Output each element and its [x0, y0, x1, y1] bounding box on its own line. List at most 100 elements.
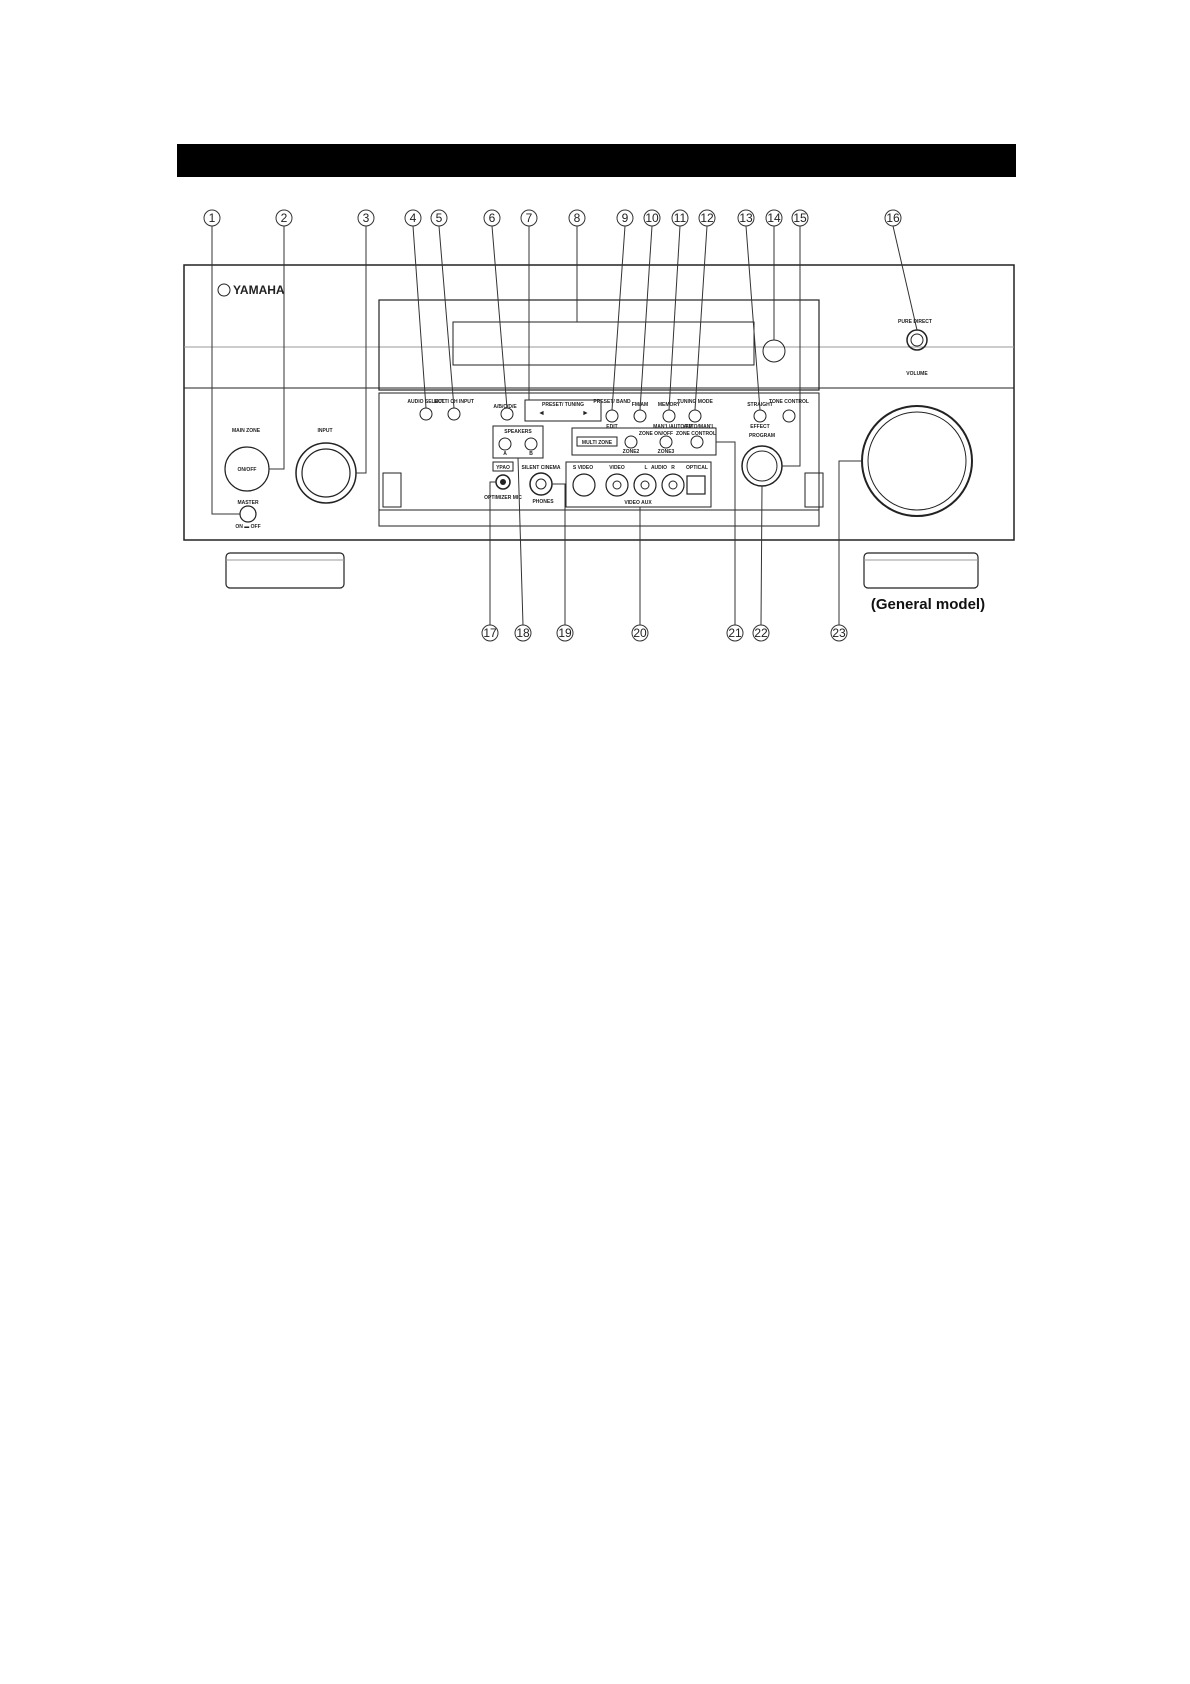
zone2-button[interactable]: [624, 435, 638, 449]
svg-text:B: B: [529, 451, 533, 457]
svg-text:6: 6: [489, 211, 496, 225]
callout-5: 5: [430, 209, 448, 227]
zone3-button[interactable]: [659, 435, 673, 449]
svg-text:23: 23: [832, 626, 846, 640]
straight-button[interactable]: [753, 409, 767, 423]
svg-text:14: 14: [767, 211, 781, 225]
s-video-jack[interactable]: [572, 473, 596, 497]
svg-text:A/B/C/D/E: A/B/C/D/E: [493, 404, 517, 410]
tuning-mode-button[interactable]: [688, 409, 702, 423]
phones-section: SILENT CINEMA PHONES: [522, 465, 561, 505]
svg-text:VIDEO AUX: VIDEO AUX: [624, 500, 652, 506]
svg-text:1: 1: [209, 211, 216, 225]
callout-23: 23: [830, 624, 848, 642]
top-row-buttons: AUDIO SELECT MULTI CH INPUT A/B/C/D/E PR…: [407, 399, 809, 430]
memory-button[interactable]: [662, 409, 676, 423]
svg-text:3: 3: [363, 211, 370, 225]
callout-6: 6: [483, 209, 501, 227]
svg-text:21: 21: [728, 626, 742, 640]
callout-1: 1: [203, 209, 221, 227]
zone-control-button[interactable]: [690, 435, 704, 449]
callout-9: 9: [616, 209, 634, 227]
svg-text:YAMAHA: YAMAHA: [233, 283, 285, 297]
svg-text:MAIN ZONE: MAIN ZONE: [232, 428, 261, 434]
callout-3: 3: [357, 209, 375, 227]
svg-text:EFFECT: EFFECT: [750, 424, 769, 430]
svg-text:ON/OFF: ON/OFF: [238, 467, 257, 473]
multi-ch-input-button[interactable]: [447, 407, 461, 421]
svg-text:PHONES: PHONES: [532, 499, 554, 505]
svg-text:MULTI ZONE: MULTI ZONE: [582, 440, 613, 446]
svg-text:OPTICAL: OPTICAL: [686, 465, 708, 471]
svg-text:EDIT: EDIT: [606, 424, 617, 430]
front-door-panel: [378, 392, 820, 527]
svg-text:►: ►: [582, 410, 589, 417]
svg-text:12: 12: [700, 211, 714, 225]
svg-text:YPAO: YPAO: [496, 465, 510, 471]
callout-2: 2: [275, 209, 293, 227]
svg-text:15: 15: [793, 211, 807, 225]
title-bar: [177, 144, 1016, 177]
callout-10: 10: [643, 209, 661, 227]
receiver-body: [183, 264, 1015, 589]
audio-select-button[interactable]: [419, 407, 433, 421]
receiver-front-panel-diagram: 1 2 3 4 5 6 7 8 9 10 11 12 13 14 15 16 1…: [183, 209, 1015, 642]
fm-am-button[interactable]: [633, 409, 647, 423]
svg-text:AUDIO: AUDIO: [651, 465, 667, 471]
preset-tuning-selector[interactable]: [524, 399, 602, 422]
callout-labels-bottom: 17 18 19 20 21 22 23: [481, 624, 848, 642]
svg-text:13: 13: [739, 211, 753, 225]
svg-text:19: 19: [558, 626, 572, 640]
preset-band-button[interactable]: [605, 409, 619, 423]
callout-4: 4: [404, 209, 422, 227]
svg-text:MAN'L/AUTO FM: MAN'L/AUTO FM: [653, 424, 693, 430]
svg-text:ZONE3: ZONE3: [658, 449, 675, 455]
callout-20: 20: [631, 624, 649, 642]
callout-21: 21: [726, 624, 744, 642]
leader-lines: [211, 225, 918, 626]
callout-12: 12: [698, 209, 716, 227]
svg-text:10: 10: [645, 211, 659, 225]
yamaha-logo: YAMAHA: [217, 283, 285, 297]
svg-text:4: 4: [410, 211, 417, 225]
svg-text:VOLUME: VOLUME: [906, 371, 928, 377]
master-power-button[interactable]: [239, 505, 257, 523]
svg-text:8: 8: [574, 211, 581, 225]
callout-14: 14: [765, 209, 783, 227]
callout-8: 8: [568, 209, 586, 227]
svg-text:7: 7: [526, 211, 533, 225]
svg-text:R: R: [671, 465, 675, 471]
input-selector-knob[interactable]: [295, 442, 357, 504]
svg-text:PRESET/ TUNING: PRESET/ TUNING: [542, 402, 584, 408]
callout-18: 18: [514, 624, 532, 642]
svg-text:9: 9: [622, 211, 629, 225]
volume-knob[interactable]: [861, 405, 973, 517]
svg-text:ZONE CONTROL: ZONE CONTROL: [676, 431, 716, 437]
svg-text:INPUT: INPUT: [318, 428, 333, 434]
svg-text:ZONE2: ZONE2: [623, 449, 640, 455]
remote-sensor: [762, 339, 786, 363]
volume-section: PURE DIRECT VOLUME: [861, 319, 973, 517]
svg-text:SPEAKERS: SPEAKERS: [504, 429, 532, 435]
callout-16: 16: [884, 209, 902, 227]
speakers-a-button[interactable]: [498, 437, 512, 451]
svg-text:◄: ◄: [538, 410, 545, 417]
phones-jack[interactable]: [529, 472, 553, 496]
optical-jack[interactable]: [686, 475, 706, 495]
svg-text:17: 17: [483, 626, 497, 640]
audio-r-jack[interactable]: [661, 473, 685, 497]
svg-text:VIDEO: VIDEO: [609, 465, 625, 471]
speakers-b-button[interactable]: [524, 437, 538, 451]
svg-text:A: A: [503, 451, 507, 457]
model-note: (General model): [871, 596, 985, 613]
video-jack[interactable]: [605, 473, 629, 497]
svg-text:11: 11: [674, 211, 687, 225]
tone-control-button[interactable]: [782, 409, 796, 423]
svg-text:ON ▬ OFF: ON ▬ OFF: [235, 524, 260, 530]
callout-17: 17: [481, 624, 499, 642]
callout-11: 11: [671, 209, 689, 227]
program-selector-knob[interactable]: [741, 445, 783, 487]
svg-text:OPTIMIZER MIC: OPTIMIZER MIC: [484, 495, 522, 501]
speakers-section: SPEAKERS A B: [492, 425, 544, 459]
audio-l-jack[interactable]: [633, 473, 657, 497]
